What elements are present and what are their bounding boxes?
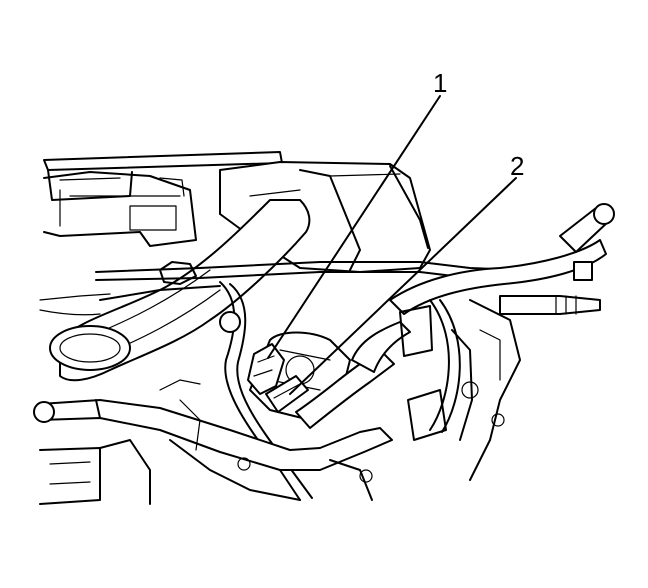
lower-left-bracket: [39, 439, 151, 505]
callout-number-2: 2: [510, 151, 524, 181]
valve-connector: [265, 375, 309, 413]
purge-tube: [295, 321, 411, 429]
callout-number-1: 1: [433, 68, 447, 98]
left-bracket: [43, 171, 197, 247]
right-hose: [389, 239, 607, 433]
leader-lines: [267, 95, 517, 395]
lower-engine-details: [159, 379, 373, 501]
right-engine-block: [399, 299, 521, 481]
lower-hose: [33, 399, 393, 471]
sensor-connector: [247, 343, 285, 395]
intake-hose: [49, 199, 311, 382]
